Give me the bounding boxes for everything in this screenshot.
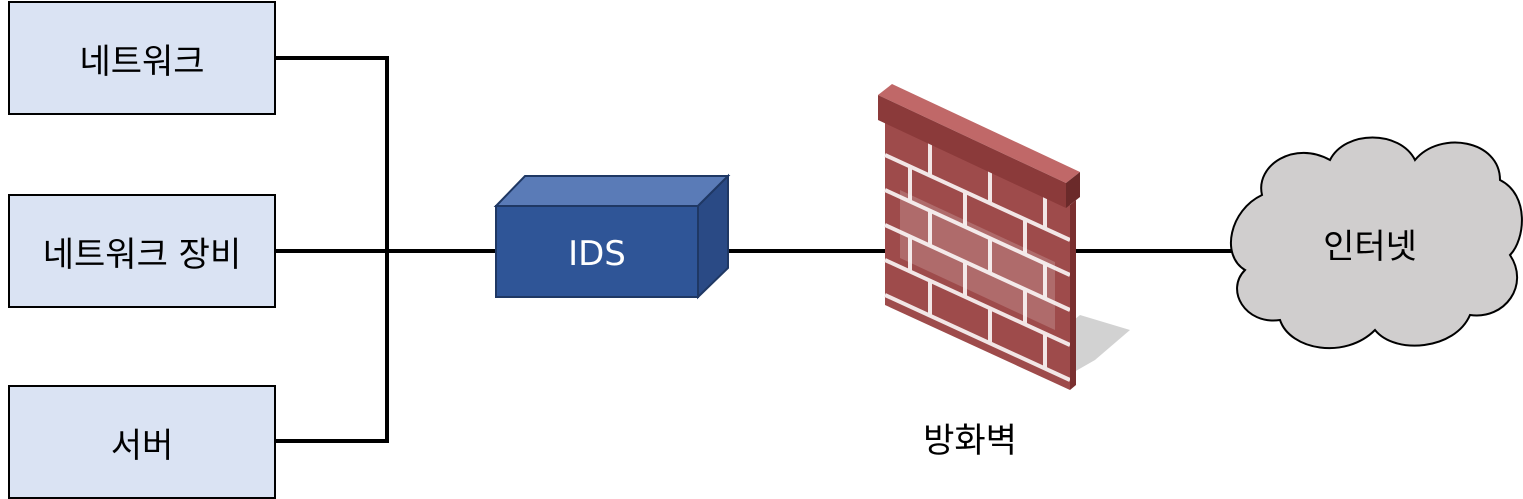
firewall-wall: 방화벽 — [878, 84, 1130, 461]
firewall-cap-front — [878, 95, 1066, 208]
network-device-node-label: 네트워크 장비 — [42, 234, 242, 275]
ids-box: IDS — [493, 173, 731, 300]
firewall-highlight — [900, 190, 1055, 330]
internet-cloud: 인터넷 — [1229, 136, 1523, 350]
ids-front-face — [495, 205, 699, 298]
server-node-label: 서버 — [110, 425, 174, 466]
network-node-label: 네트워크 — [79, 41, 205, 82]
firewall-cap-side — [1066, 172, 1080, 208]
network-node: 네트워크 — [8, 1, 276, 115]
firewall-mortar — [884, 141, 1071, 382]
firewall-label: 방화벽 — [923, 421, 1017, 461]
network-device-node: 네트워크 장비 — [8, 194, 276, 308]
firewall-cap-top — [878, 84, 1080, 183]
ids-label: IDS — [568, 234, 626, 274]
internet-label: 인터넷 — [1323, 227, 1417, 267]
connector-lines — [276, 56, 1238, 443]
firewall-side — [1070, 200, 1076, 390]
cloud-shape — [1229, 136, 1523, 350]
ids-top-face — [493, 175, 731, 207]
server-node: 서버 — [8, 385, 276, 499]
